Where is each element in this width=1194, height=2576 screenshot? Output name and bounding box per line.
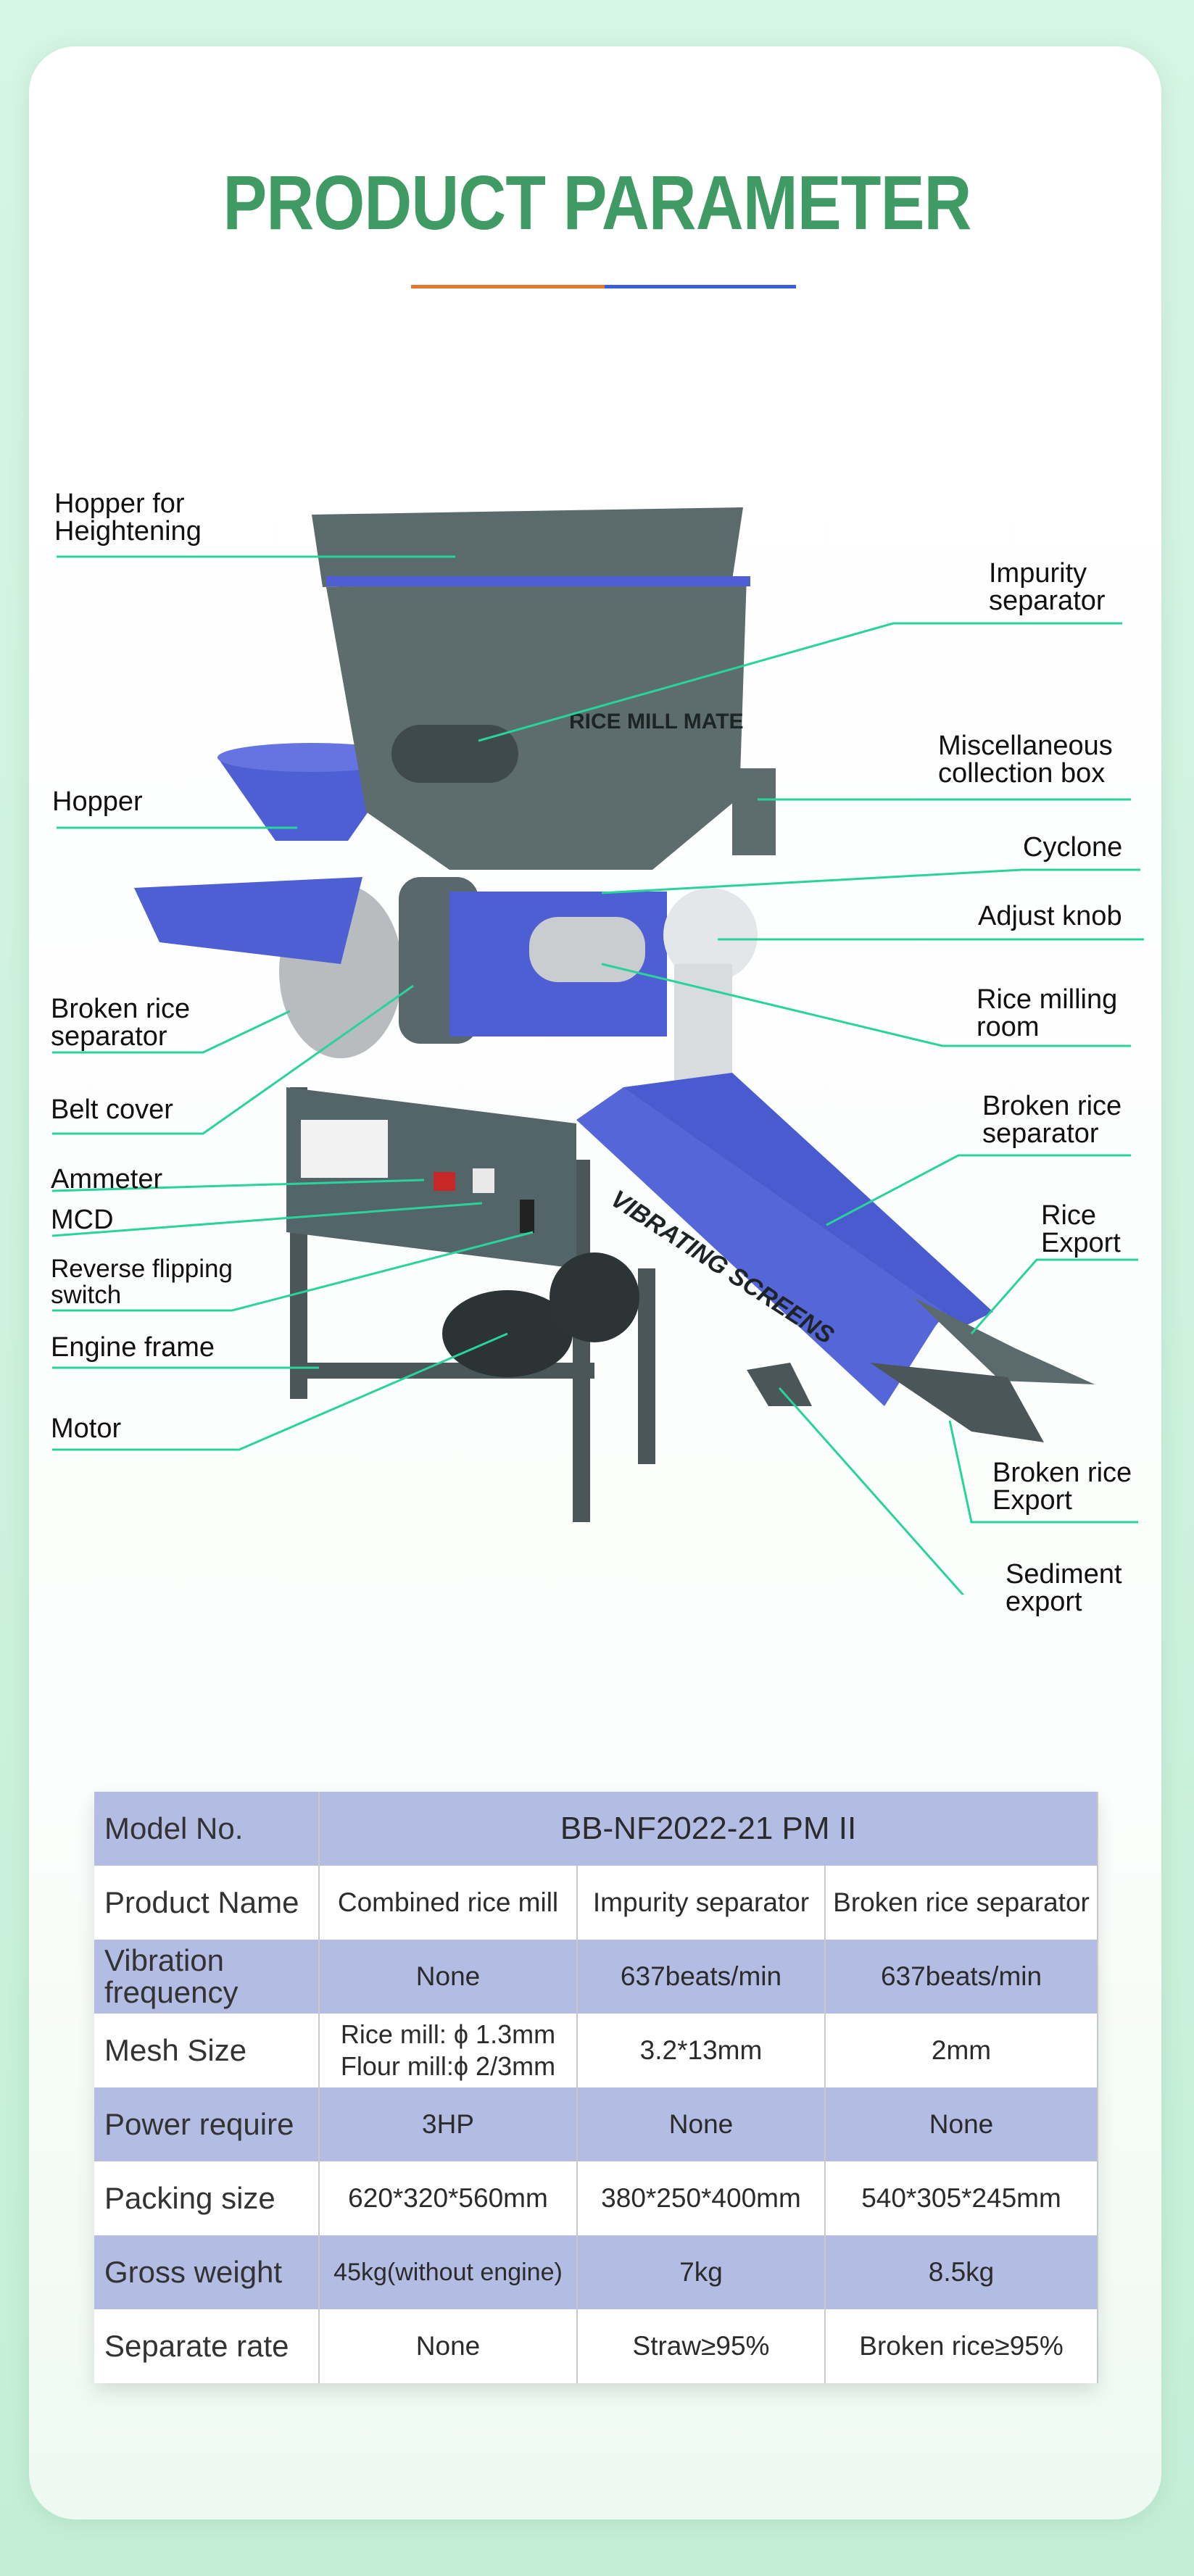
page-title: PRODUCT PARAMETER [223, 160, 971, 246]
cell: 2mm [825, 2014, 1099, 2087]
callout-adjust-knob: Adjust knob [978, 901, 1122, 931]
cell: 540*305*245mm [825, 2161, 1099, 2235]
broken-rice-export-chute [870, 1363, 1044, 1442]
model-value: BB-NF2022-21 PM II [319, 1792, 1099, 1866]
brand-plate: RICE MILL MATE [569, 710, 744, 734]
callout-sediment-export: Sediment export [1006, 1559, 1122, 1617]
cell: Broken rice separator [825, 1866, 1099, 1940]
table-row: Gross weight 45kg(without engine) 7kg 8.… [94, 2235, 1099, 2309]
table-row: Separate rate None Straw≥95% Broken rice… [94, 2309, 1099, 2383]
cell: 637beats/min [577, 1940, 826, 2014]
cell: Impurity separator [577, 1866, 826, 1940]
row-label: Mesh Size [94, 2014, 320, 2087]
callout-broken-rice-separator-left: Broken rice separator [51, 994, 191, 1052]
rice-mill-illustration: RICE MILL MATE VIBRATING SCREENS [51, 507, 1144, 1595]
rice-export-chute [913, 1297, 1095, 1384]
title-underline-blue [605, 285, 796, 288]
table-row: Packing size 620*320*560mm 380*250*400mm… [94, 2161, 1099, 2235]
cell: Rice mill: ϕ 1.3mm Flour mill:ϕ 2/3mm [319, 2014, 578, 2087]
heightening-hopper [312, 507, 743, 587]
callout-mcd: MCD [51, 1205, 114, 1235]
cell: 620*320*560mm [319, 2161, 578, 2235]
cell: 3.2*13mm [577, 2014, 826, 2087]
callout-ammeter: Ammeter [51, 1164, 163, 1194]
sediment-chute [747, 1363, 812, 1406]
cell: Combined rice mill [319, 1866, 578, 1940]
spec-table: Model No. BB-NF2022-21 PM II Product Nam… [94, 1792, 1099, 2383]
cell: 8.5kg [825, 2235, 1099, 2309]
cell: 637beats/min [825, 1940, 1099, 2014]
cell: 380*250*400mm [577, 2161, 826, 2235]
vibrating-screens [576, 1087, 964, 1406]
cell: Straw≥95% [577, 2309, 826, 2383]
callout-hopper: Hopper [52, 786, 143, 817]
callout-milling-room: Rice milling room [977, 984, 1118, 1042]
cell: None [319, 2309, 578, 2383]
table-row: Mesh Size Rice mill: ϕ 1.3mm Flour mill:… [94, 2014, 1099, 2087]
cell: None [825, 2087, 1099, 2161]
row-label: Product Name [94, 1866, 320, 1940]
callout-lines [51, 555, 1144, 1595]
callout-rice-export: Rice Export [1041, 1200, 1121, 1258]
callout-engine-frame: Engine frame [51, 1332, 215, 1363]
table-row: Power require 3HP None None [94, 2087, 1099, 2161]
callout-reverse-switch: Reverse flipping switch [51, 1255, 233, 1309]
callout-belt-cover: Belt cover [51, 1094, 173, 1125]
callout-hopper-heightening: Hopper for Heightening [54, 489, 202, 547]
title-underline-orange [411, 285, 605, 288]
callout-impurity-separator: Impurity separator [989, 558, 1106, 616]
cell: 3HP [319, 2087, 578, 2161]
cell: Broken rice≥95% [825, 2309, 1099, 2383]
callout-motor: Motor [51, 1413, 122, 1444]
callout-broken-rice-export: Broken rice Export [992, 1458, 1132, 1516]
callout-misc-box: Miscellaneous collection box [938, 731, 1113, 789]
row-label: Packing size [94, 2161, 320, 2235]
round-hopper [217, 757, 406, 841]
cell: 7kg [577, 2235, 826, 2309]
row-label: Vibration frequency [94, 1940, 320, 2014]
table-row: Vibration frequency None 637beats/min 63… [94, 1940, 1099, 2014]
callout-broken-rice-separator-right: Broken rice separator [982, 1091, 1122, 1149]
cell: None [319, 1940, 578, 2014]
row-label: Separate rate [94, 2309, 320, 2383]
model-label: Model No. [94, 1792, 320, 1866]
row-label: Power require [94, 2087, 320, 2161]
row-label: Gross weight [94, 2235, 320, 2309]
table-row: Product Name Combined rice mill Impurity… [94, 1866, 1099, 1940]
cell: 45kg(without engine) [319, 2235, 578, 2309]
table-row-model: Model No. BB-NF2022-21 PM II [94, 1792, 1099, 1866]
cell: None [577, 2087, 826, 2161]
callout-cyclone: Cyclone [1023, 832, 1123, 863]
